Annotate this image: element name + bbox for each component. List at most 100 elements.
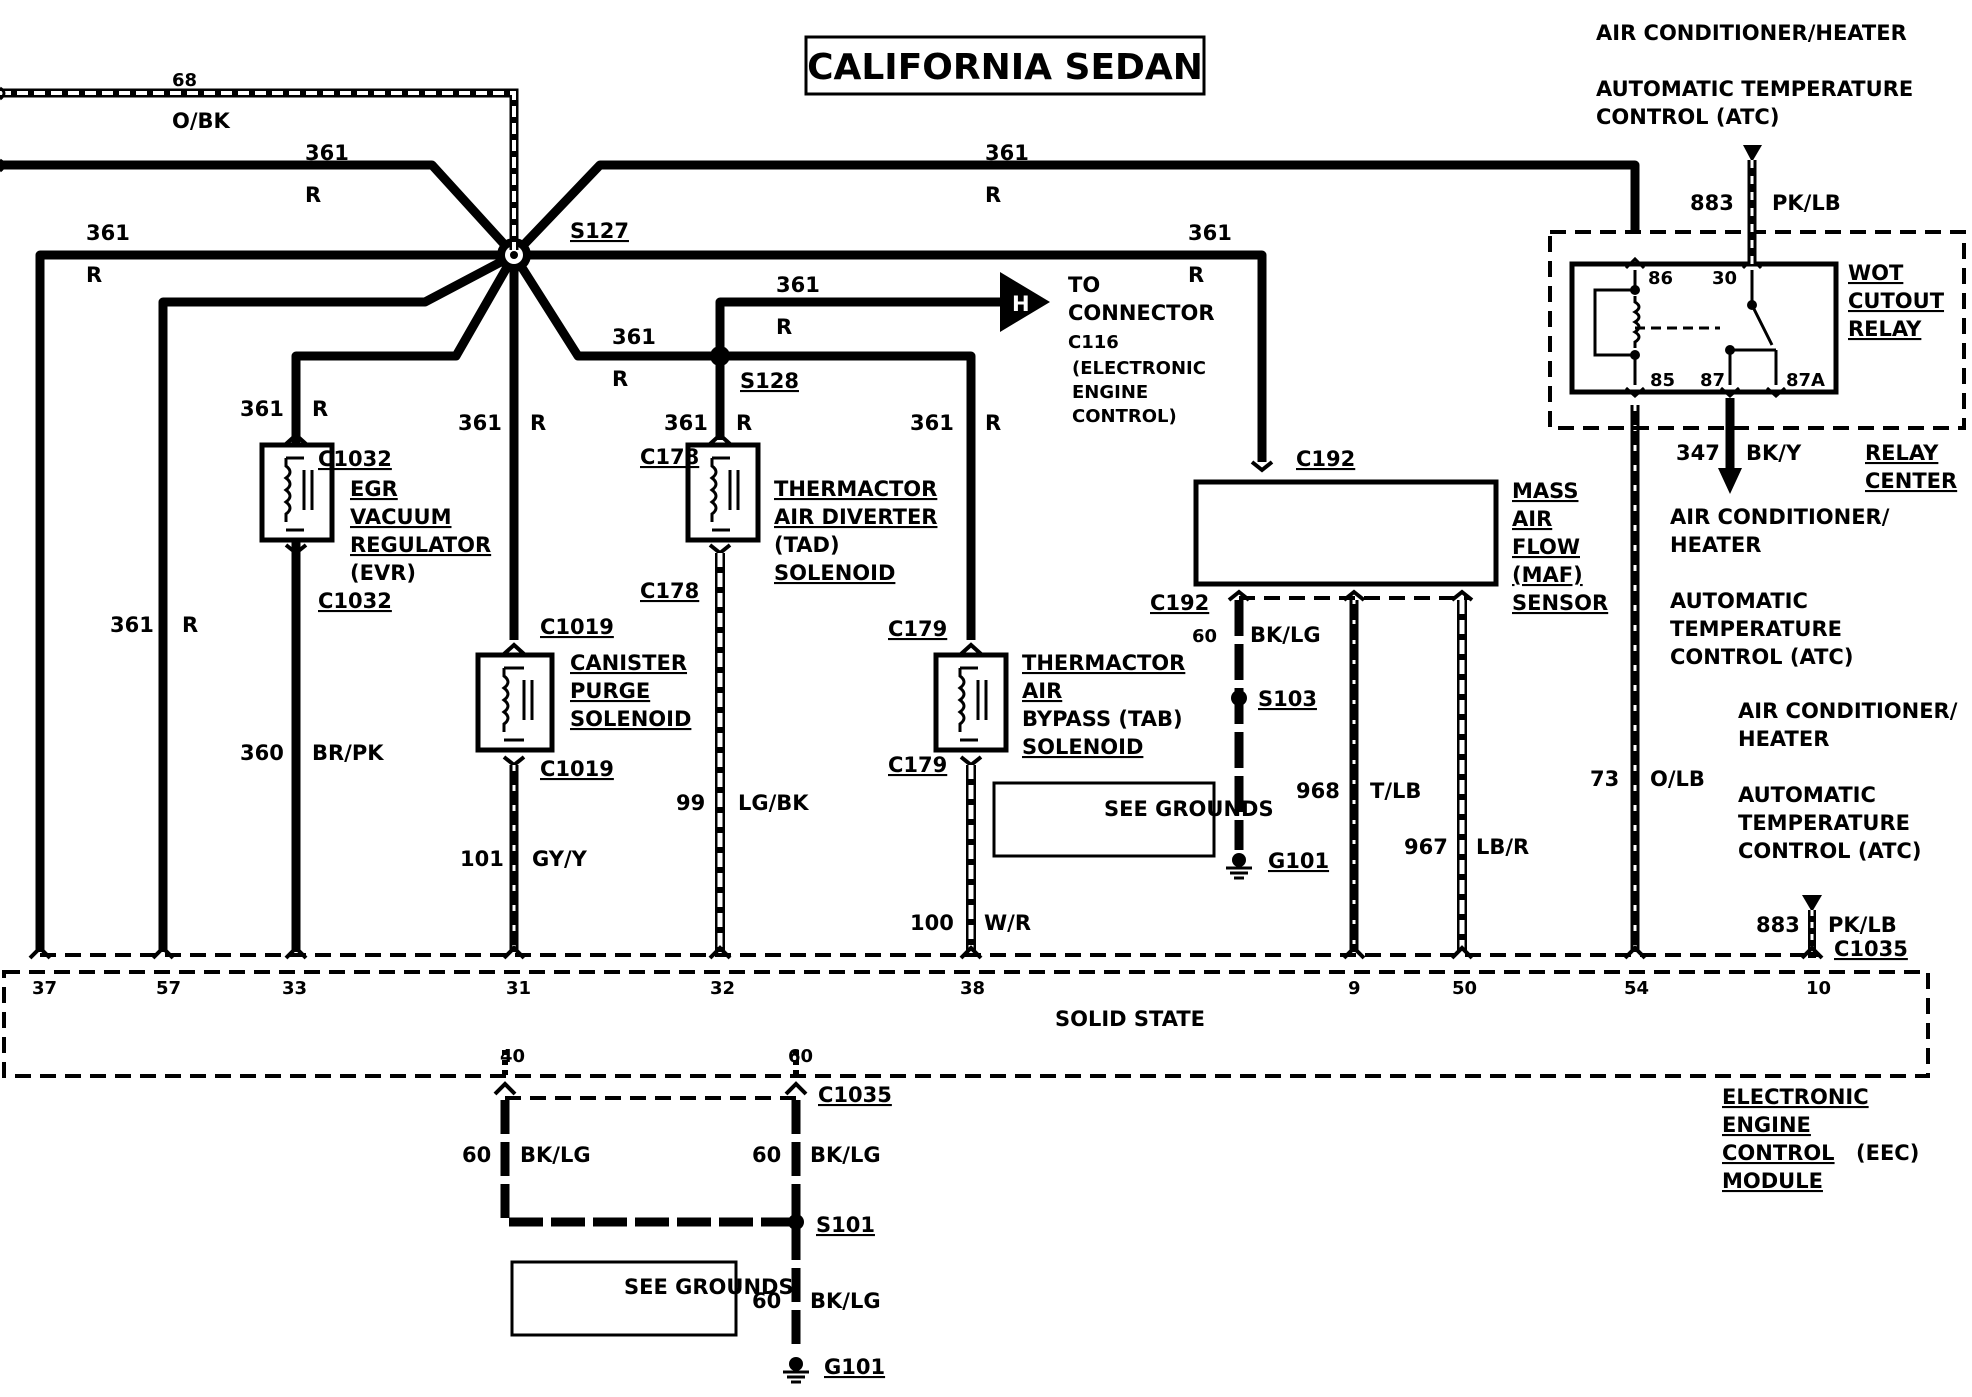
label-wire-361-tad: 361 <box>664 411 708 435</box>
label-wire-361-b: 361 <box>86 221 130 245</box>
wire-361-to-s128 <box>510 252 720 361</box>
label-atc-mid-2: TEMPERATURE <box>1670 617 1842 641</box>
label-pin-50: 50 <box>1452 978 1477 999</box>
label-to-4: (ELECTRONIC <box>1072 358 1206 379</box>
label-wire-361-c: 361 <box>985 141 1029 165</box>
label-ac-heater-mid-2: HEATER <box>1670 533 1761 557</box>
label-wire-967: 967 <box>1404 835 1448 859</box>
label-tab-1: THERMACTOR <box>1022 651 1185 675</box>
label-r-c: R <box>985 183 1001 207</box>
label-atc-mid-1: AUTOMATIC <box>1670 589 1808 613</box>
label-to-5: ENGINE <box>1072 382 1148 403</box>
egr-vacuum-regulator <box>259 442 335 543</box>
label-s103: S103 <box>1258 687 1317 711</box>
label-atc-low-2: TEMPERATURE <box>1738 811 1910 835</box>
label-c179-bottom: C179 <box>888 753 947 777</box>
label-relay-center-1: RELAY <box>1865 441 1939 465</box>
label-c1035-top: C1035 <box>1834 937 1908 961</box>
label-tab-3: BYPASS (TAB) <box>1022 707 1183 731</box>
wire-361-relay <box>510 160 1640 259</box>
label-wire-73: 73 <box>1590 767 1619 791</box>
wire-361-top-left <box>0 160 518 259</box>
label-tad-2: AIR DIVERTER <box>774 505 937 529</box>
label-g101-maf: G101 <box>1268 849 1329 873</box>
label-egr-3: REGULATOR <box>350 533 491 557</box>
label-t-lb: T/LB <box>1370 779 1421 803</box>
label-r-d: R <box>1188 263 1204 287</box>
label-wire-68: 68 <box>172 70 197 91</box>
label-pin-33: 33 <box>282 978 307 999</box>
label-r-evr: R <box>312 397 328 421</box>
label-atc-low-3: CONTROL (ATC) <box>1738 839 1921 863</box>
wire-68-end-left <box>0 86 6 101</box>
label-wire-361-e: 361 <box>776 273 820 297</box>
label-canister-1: CANISTER <box>570 651 687 675</box>
label-to-3: C116 <box>1068 332 1119 353</box>
splice-s103-dot <box>1231 690 1247 706</box>
label-eec-3: CONTROL <box>1722 1141 1835 1165</box>
label-maf-5: SENSOR <box>1512 591 1608 615</box>
wire-361-far-left <box>35 250 514 952</box>
label-bk-lg-br: BK/LG <box>810 1143 881 1167</box>
label-relay-pin-87a: 87A <box>1786 370 1825 391</box>
label-see-grounds-1: SEE GROUNDS <box>1104 797 1274 821</box>
title: CALIFORNIA SEDAN <box>807 47 1203 88</box>
see-grounds-box-2[interactable] <box>510 1260 738 1337</box>
wire-361-to-h <box>715 297 1010 356</box>
wire-361-tab <box>715 351 976 640</box>
label-lg-bk: LG/BK <box>738 791 809 815</box>
label-r-e: R <box>776 315 792 339</box>
label-maf-2: AIR <box>1512 507 1552 531</box>
wire-361-left-2 <box>158 251 517 952</box>
label-bk-lg-bl: BK/LG <box>520 1143 591 1167</box>
label-eec-3b: (EEC) <box>1856 1141 1919 1165</box>
label-ac-heater-top: AIR CONDITIONER/HEATER <box>1596 21 1907 45</box>
label-bk-y: BK/Y <box>1746 441 1802 465</box>
label-w-r: W/R <box>984 911 1031 935</box>
label-solid-state: SOLID STATE <box>1055 1007 1205 1031</box>
relay-center-box <box>1548 230 1966 430</box>
label-pin-54: 54 <box>1624 978 1649 999</box>
see-grounds-box-1[interactable] <box>992 781 1216 858</box>
splice-s128-dot <box>710 346 730 366</box>
label-pk-lb-bottom: PK/LB <box>1828 913 1897 937</box>
label-bk-lg-maf: BK/LG <box>1250 623 1321 647</box>
label-ac-heater-low-2: HEATER <box>1738 727 1829 751</box>
label-maf-4: (MAF) <box>1512 563 1583 587</box>
label-wire-361-tab: 361 <box>910 411 954 435</box>
label-c192-bottom: C192 <box>1150 591 1209 615</box>
label-o-bk: O/BK <box>172 109 231 133</box>
label-wire-883-top: 883 <box>1690 191 1734 215</box>
label-egr-2: VACUUM <box>350 505 452 529</box>
label-tad-3: (TAD) <box>774 533 840 557</box>
title-box <box>804 35 1206 96</box>
label-wire-361-f: 361 <box>612 325 656 349</box>
thermactor-air-diverter-solenoid <box>685 442 761 543</box>
label-maf-3: FLOW <box>1512 535 1580 559</box>
label-atc-top-2: CONTROL (ATC) <box>1596 105 1779 129</box>
canister-purge-solenoid <box>475 652 555 753</box>
label-atc-mid-3: CONTROL (ATC) <box>1670 645 1853 669</box>
label-r-tab: R <box>985 411 1001 435</box>
label-wire-360: 360 <box>240 741 284 765</box>
label-wot-2: CUTOUT <box>1848 289 1945 313</box>
wire-883-lower-arrow <box>1802 895 1822 912</box>
label-r-can: R <box>530 411 546 435</box>
label-r-g: R <box>182 613 198 637</box>
label-egr-1: EGR <box>350 477 398 501</box>
text-labels: AIR CONDITIONER/HEATER AUTOMATIC TEMPERA… <box>32 21 1958 1379</box>
label-see-grounds-2: SEE GROUNDS <box>624 1275 794 1299</box>
label-s127: S127 <box>570 219 629 243</box>
label-relay-pin-85: 85 <box>1650 370 1675 391</box>
label-tad-1: THERMACTOR <box>774 477 937 501</box>
label-tab-2: AIR <box>1022 679 1062 703</box>
label-c1032-bottom: C1032 <box>318 589 392 613</box>
label-to-6: CONTROL) <box>1072 406 1177 427</box>
label-eec-4: MODULE <box>1722 1169 1823 1193</box>
label-wire-60-br: 60 <box>752 1143 781 1167</box>
label-wire-883-bottom: 883 <box>1756 913 1800 937</box>
label-wire-100: 100 <box>910 911 954 935</box>
label-tad-4: SOLENOID <box>774 561 895 585</box>
label-c1032-top: C1032 <box>318 447 392 471</box>
